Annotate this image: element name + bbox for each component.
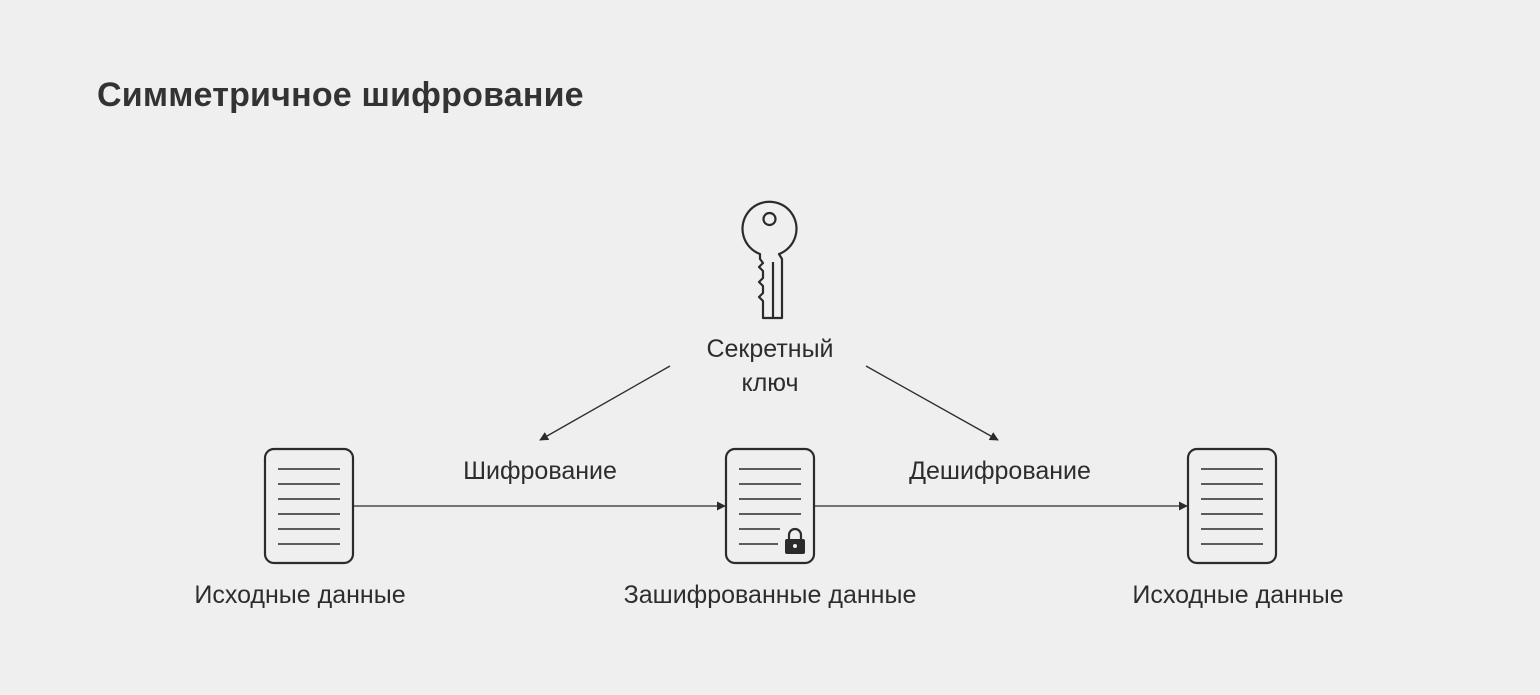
decryption-label: Дешифрование bbox=[909, 457, 1091, 485]
decrypted-data-label: Исходные данные bbox=[1132, 581, 1344, 609]
document-icon bbox=[263, 447, 355, 565]
encrypted-data-label: Зашифрованные данные bbox=[623, 581, 917, 609]
locked-document-icon bbox=[724, 447, 816, 565]
encryption-label: Шифрование bbox=[463, 457, 617, 485]
lock-icon bbox=[785, 527, 805, 554]
secret-key-label: Секретный ключ bbox=[620, 332, 920, 400]
secret-key-label-line1: Секретный bbox=[706, 335, 834, 363]
key-to-encrypt-arrow bbox=[539, 365, 671, 441]
page-title: Симметричное шифрование bbox=[97, 76, 584, 114]
document-icon bbox=[1186, 447, 1278, 565]
key-to-decrypt-arrow bbox=[865, 365, 999, 441]
source-data-label: Исходные данные bbox=[194, 581, 406, 609]
key-icon bbox=[741, 200, 798, 320]
secret-key-label-line2: ключ bbox=[741, 369, 799, 397]
